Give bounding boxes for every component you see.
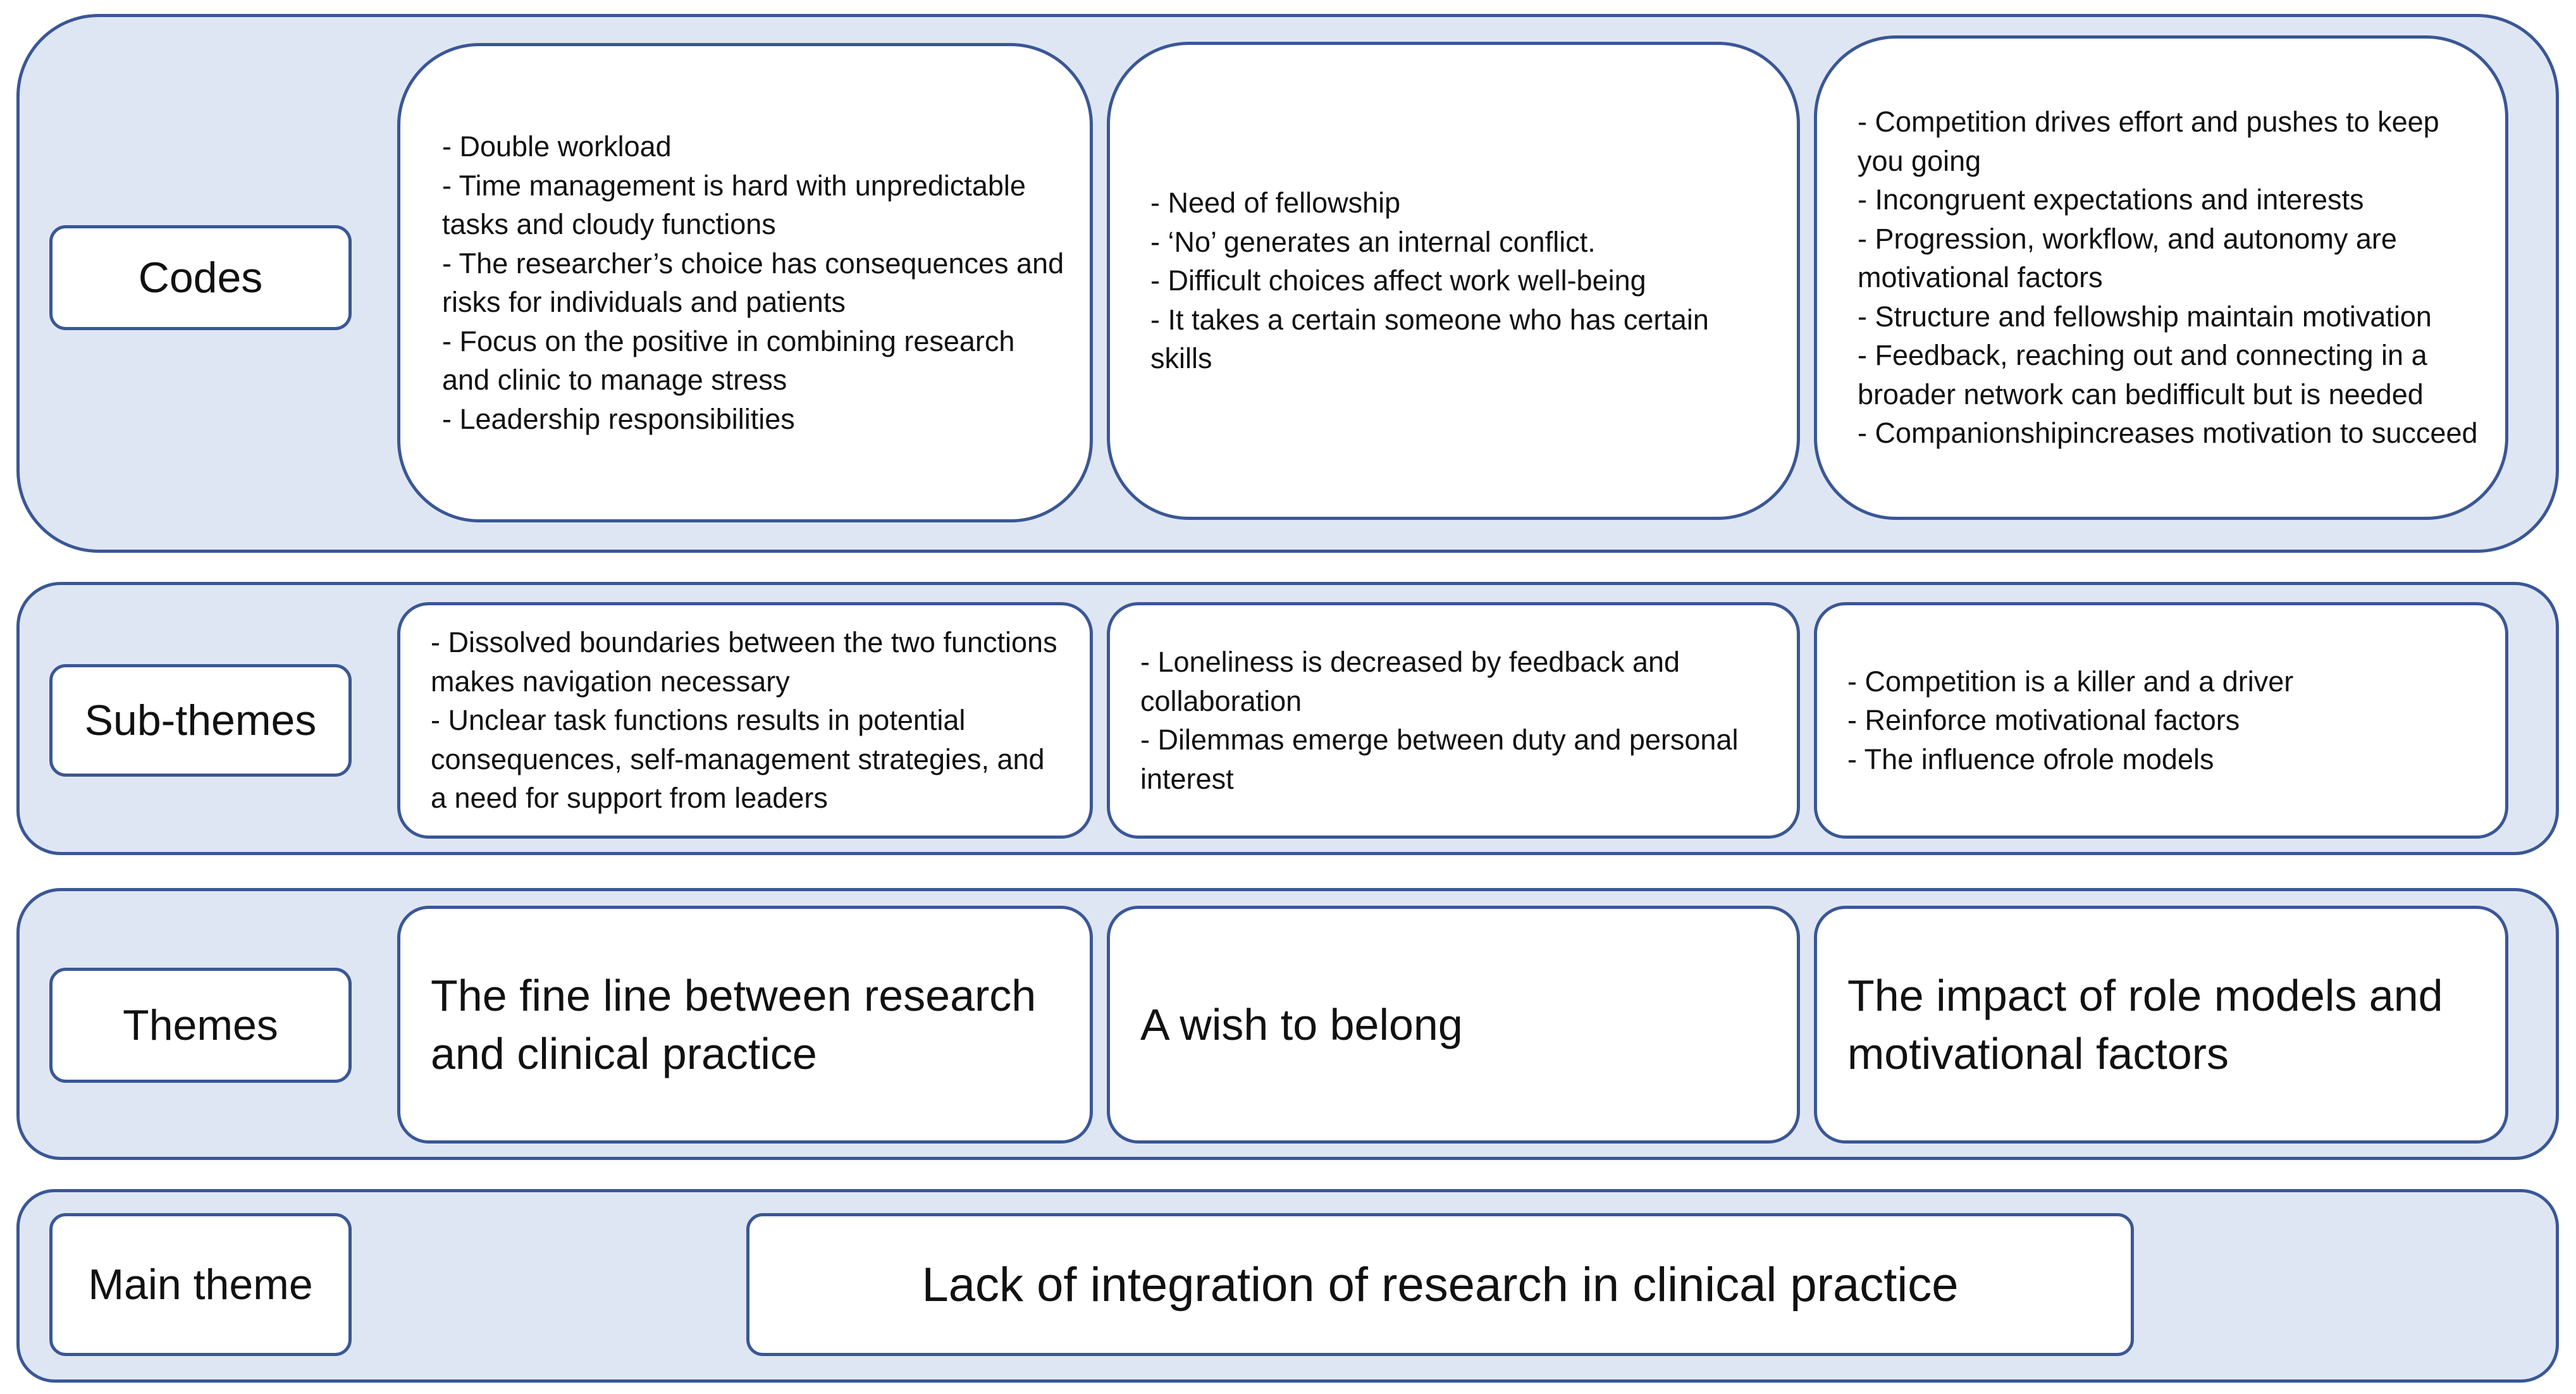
theme-box-2: A wish to belong bbox=[1107, 906, 1800, 1144]
code-item: - Progression, workflow, and autonomy ar… bbox=[1858, 222, 2397, 294]
subtheme-list-2: - Loneliness is decreased by feedback an… bbox=[1110, 643, 1797, 798]
theme-box-1: The fine line between research and clini… bbox=[397, 906, 1093, 1144]
main-theme-box: Lack of integration of research in clini… bbox=[746, 1213, 2134, 1356]
subtheme-box-3: - Competition is a killer and a driver -… bbox=[1814, 602, 2508, 839]
codes-box-1: - Double workload - Time management is h… bbox=[397, 43, 1093, 522]
code-item: - Competition drives effort and pushes t… bbox=[1858, 106, 2439, 177]
code-item: - ‘No’ generates an internal conflict. bbox=[1150, 225, 1596, 258]
theme-text: The impact of role models and motivation… bbox=[1847, 971, 2443, 1078]
codes-box-3: - Competition drives effort and pushes t… bbox=[1814, 35, 2508, 520]
subtheme-item: - Reinforce motivational factors bbox=[1847, 704, 2240, 737]
subtheme-item: - Dilemmas emerge between duty and perso… bbox=[1140, 724, 1739, 795]
subtheme-item: - Unclear task functions results in pote… bbox=[431, 704, 1045, 815]
theme-text: The fine line between research and clini… bbox=[431, 971, 1037, 1078]
code-item: - Double workload bbox=[442, 130, 672, 163]
subtheme-item: - Loneliness is decreased by feedback an… bbox=[1140, 646, 1680, 717]
subtheme-box-1: - Dissolved boundaries between the two f… bbox=[397, 602, 1093, 839]
codes-box-2: - Need of fellowship - ‘No’ generates an… bbox=[1107, 42, 1800, 520]
codes-list-2: - Need of fellowship - ‘No’ generates an… bbox=[1110, 183, 1797, 378]
code-item: - Feedback, reaching out and connecting … bbox=[1858, 339, 2427, 410]
codes-label: Codes bbox=[49, 225, 352, 330]
main-theme-text: Lack of integration of research in clini… bbox=[921, 1257, 1959, 1312]
code-item: - Need of fellowship bbox=[1150, 187, 1401, 219]
codes-list-3: - Competition drives effort and pushes t… bbox=[1817, 102, 2505, 453]
theme-box-3: The impact of role models and motivation… bbox=[1814, 906, 2508, 1144]
code-item: - Structure and fellowship maintain moti… bbox=[1858, 300, 2432, 333]
theme-text: A wish to belong bbox=[1140, 1000, 1463, 1049]
code-item: - Leadership responsibilities bbox=[442, 402, 795, 435]
codes-list-1: - Double workload - Time management is h… bbox=[400, 127, 1090, 438]
subtheme-list-3: - Competition is a killer and a driver -… bbox=[1817, 662, 2319, 779]
code-item: - Difficult choices affect work well-bei… bbox=[1150, 264, 1646, 297]
subtheme-box-2: - Loneliness is decreased by feedback an… bbox=[1107, 602, 1800, 839]
subtheme-item: - Dissolved boundaries between the two f… bbox=[431, 626, 1057, 698]
subtheme-item: - The influence ofrole models bbox=[1847, 743, 2214, 775]
main-theme-label: Main theme bbox=[49, 1213, 352, 1356]
subtheme-item: - Competition is a killer and a driver bbox=[1847, 665, 2294, 698]
code-item: - The researcher’s choice has consequenc… bbox=[442, 247, 1064, 319]
code-item: - Incongruent expectations and interests bbox=[1858, 183, 2364, 216]
subtheme-list-1: - Dissolved boundaries between the two f… bbox=[400, 623, 1090, 818]
code-item: - Time management is hard with unpredict… bbox=[442, 169, 1026, 241]
code-item: - It takes a certain someone who has cer… bbox=[1150, 303, 1709, 375]
code-item: - Companionshipincreases motivation to s… bbox=[1858, 417, 2478, 450]
themes-label: Themes bbox=[49, 968, 352, 1083]
code-item: - Focus on the positive in combining res… bbox=[442, 324, 1015, 397]
subthemes-label: Sub-themes bbox=[49, 664, 352, 777]
